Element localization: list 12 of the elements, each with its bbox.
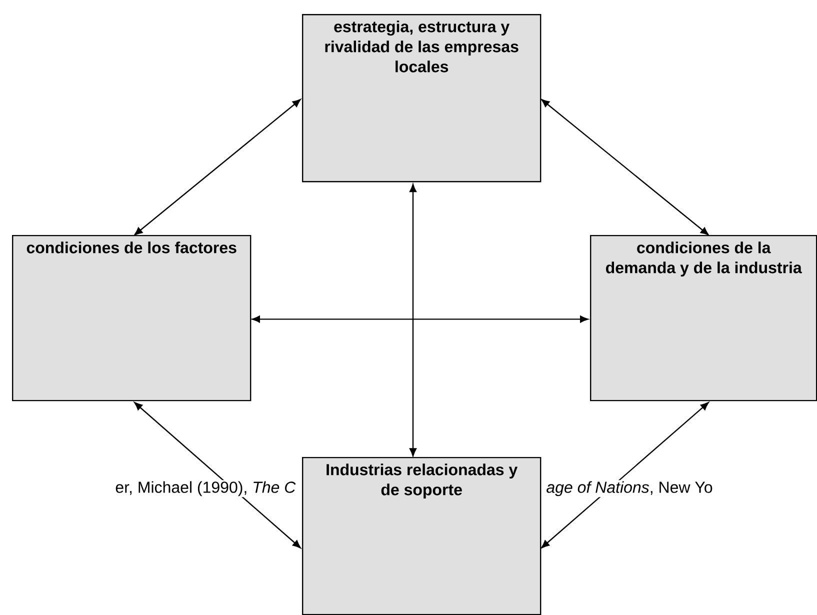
arrow bbox=[252, 316, 588, 323]
citation-text: er, Michael (1990), The C bbox=[114, 480, 297, 498]
arrow bbox=[409, 184, 417, 456]
arrow bbox=[541, 99, 709, 236]
citation-text: age of Nations, New Yo bbox=[545, 480, 714, 498]
factor-box: condiciones de la demanda y de la industria bbox=[590, 234, 817, 402]
arrow bbox=[541, 402, 709, 548]
factor-box: estrategia, estructura y rivalidad de las empresas locales bbox=[302, 14, 542, 182]
arrow bbox=[134, 99, 301, 236]
arrow bbox=[134, 402, 301, 548]
factor-box: Industrias relacionadas y de soporte bbox=[302, 456, 542, 615]
factor-box: condiciones de los factores bbox=[12, 234, 252, 402]
